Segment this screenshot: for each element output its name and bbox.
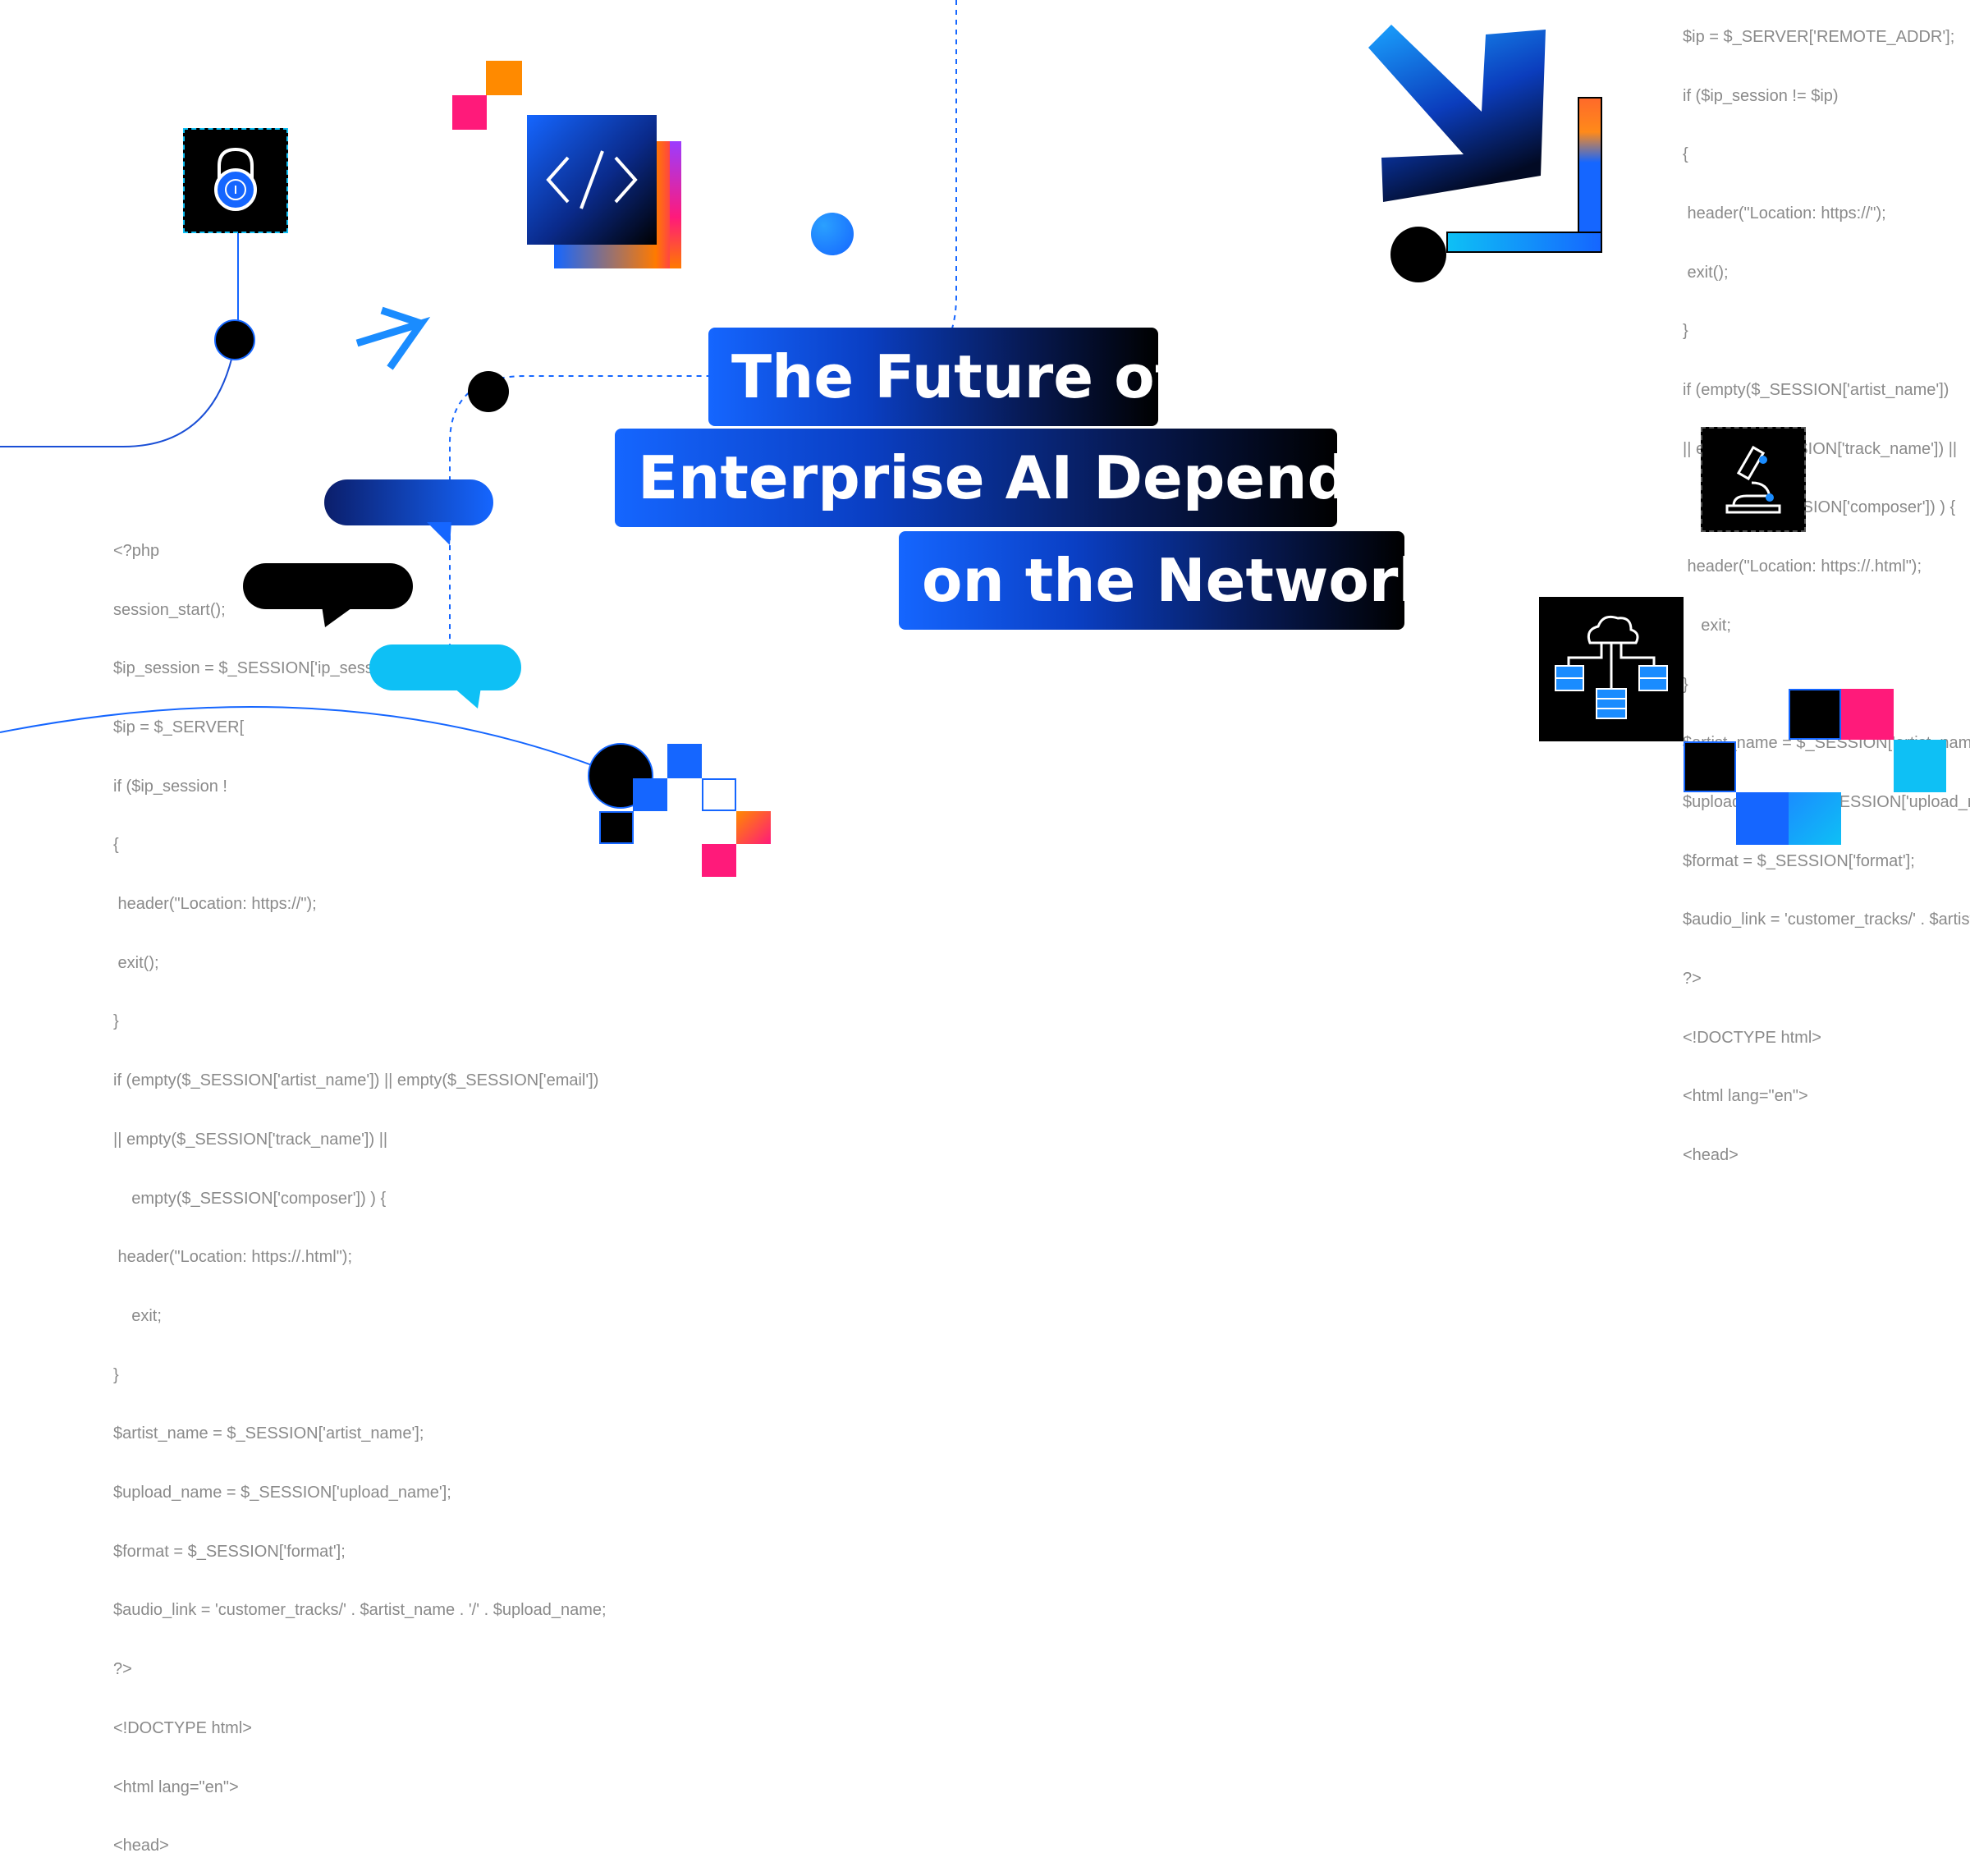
code-line: $ip_session = $_SESSION['ip_session']; [113,659,408,678]
arrow-icon [355,306,431,370]
lock-icon [214,147,257,211]
code-line: { [1683,145,1688,164]
code-line: header("Location: https://"); [113,895,317,914]
bubble-tail [322,606,355,627]
code-line: exit(); [1683,263,1729,282]
code-line: $format = $_SESSION['format']; [113,1542,346,1561]
lock-icon-box [183,128,288,233]
code-line: $format = $_SESSION['format']; [1683,851,1915,870]
microscope-icon [1725,445,1781,514]
code-line: header("Location: https://.html"); [113,1248,353,1267]
code-line: || empty($_SESSION['track_name']) || [113,1130,388,1149]
microscope-icon-box [1701,427,1806,532]
blue-dot [811,213,854,255]
code-line: $upload_name = $_SESSION['upload_name']; [113,1484,451,1502]
code-snippet-left: <?php session_start(); $ip_session = $_S… [113,502,607,1876]
code-line: exit(); [113,953,159,972]
code-line: <html lang="en"> [1683,1087,1808,1106]
node-dot [1390,227,1446,282]
title-line-2: Enterprise AI Depends [615,429,1385,527]
node-dot [588,743,653,809]
code-line: } [1683,322,1688,341]
magenta-square [1841,689,1894,740]
bottom-arc-line [0,706,621,777]
cyan-square [1894,740,1946,792]
code-line: } [113,1012,119,1031]
chat-bubble-icon [369,644,521,690]
black-square [1789,689,1841,740]
diagonal-arrow-icon [1368,25,1546,202]
code-brackets-icon [546,150,638,209]
black-square [1684,741,1736,792]
bubble-tail [427,522,451,545]
orange-square [486,61,522,95]
title-line-1: The Future of [708,328,1180,426]
code-line: $audio_link = 'customer_tracks/' . $arti… [113,1601,607,1620]
gradient-square [736,811,771,844]
code-line: if ($ip_session ! [113,777,227,796]
node-dot [214,319,255,360]
gradient-square [1789,792,1841,845]
code-line: $artist_name = $_SESSION['artist_name']; [113,1424,424,1443]
code-line: if (empty($_SESSION['artist_name']) [1683,381,1949,400]
code-line: <!DOCTYPE html> [113,1718,252,1737]
arrow-frame-right [1578,97,1602,253]
code-line: if (empty($_SESSION['artist_name']) || e… [113,1071,599,1090]
code-icon-shadow-right [670,141,681,268]
code-line: header("Location: https://.html"); [1683,557,1922,576]
code-line: <head> [113,1837,169,1855]
code-line: header("Location: https://"); [1683,204,1886,222]
magenta-square [702,844,736,877]
code-line: $audio_link = 'customer_tracks/' . $arti… [1683,910,1970,929]
code-line: <html lang="en"> [113,1777,239,1796]
blue-square [633,778,667,811]
code-line: } [113,1365,119,1384]
code-line: <!DOCTYPE html> [1683,1028,1821,1047]
code-line: exit; [113,1306,162,1325]
title-line-3: on the Network [899,531,1437,630]
code-line: <head> [1683,1146,1739,1165]
cloud-network-icon [1555,615,1668,719]
code-snippet-right: $ip = $_SERVER['REMOTE_ADDR']; if ($ip_s… [1683,0,1970,1186]
chat-bubble-icon [324,479,493,525]
bubble-tail [453,687,481,709]
code-line: if ($ip_session != $ip) [1683,86,1839,105]
chat-bubble-icon [243,563,413,609]
arrow-frame-bottom [1446,232,1602,253]
black-square [599,811,634,844]
code-line: ?> [113,1660,132,1679]
code-line: } [1683,675,1688,694]
blue-square [667,744,702,778]
code-line: <?php [113,541,160,560]
code-line: ?> [1683,970,1702,988]
outline-square [702,778,736,811]
code-line: session_start(); [113,600,226,619]
code-line: $ip = $_SERVER['REMOTE_ADDR']; [1683,27,1955,46]
blue-square [1736,792,1789,845]
code-line: exit; [1683,616,1731,635]
node-dot [468,371,509,412]
left-curve-line [0,348,235,447]
code-line: { [113,836,119,855]
cloud-network-icon-box [1539,597,1684,741]
magenta-square [452,95,487,130]
code-line: empty($_SESSION['composer']) ) { [113,1189,387,1208]
code-line: $ip = $_SERVER[ [113,718,245,736]
code-icon-box [527,115,657,245]
